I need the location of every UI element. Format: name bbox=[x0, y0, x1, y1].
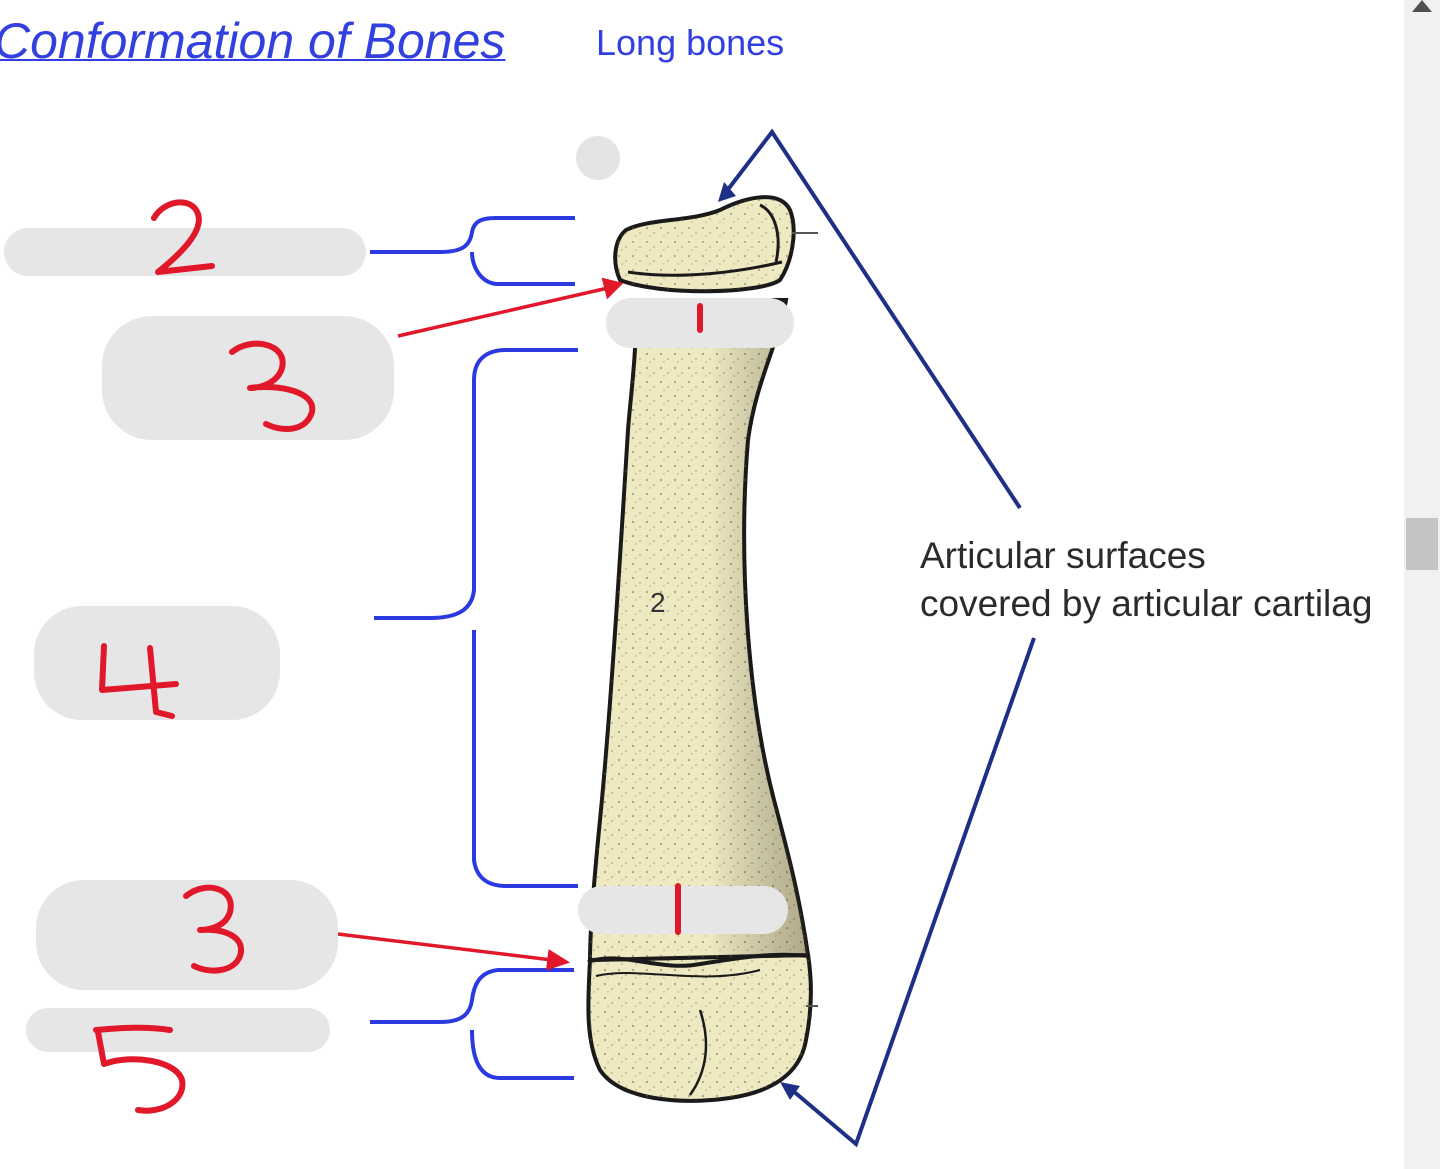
bone-shaft-label: 2 bbox=[650, 587, 666, 618]
articular-pointers bbox=[718, 128, 1036, 1148]
page-subtitle: Long bones bbox=[596, 22, 785, 63]
redaction-box-3-top bbox=[102, 316, 394, 440]
handwritten-2 bbox=[151, 199, 215, 275]
caption-line-2: covered by articular cartilag bbox=[920, 583, 1373, 624]
label-brackets bbox=[370, 216, 578, 1080]
scroll-up-arrow-icon[interactable] bbox=[1412, 0, 1432, 12]
vertical-scrollbar[interactable] bbox=[1404, 0, 1440, 1169]
redaction-box-5 bbox=[26, 1008, 330, 1052]
arrow-metaphysis-bottom bbox=[337, 932, 553, 962]
articular-caption: Articular surfaces covered by articular … bbox=[920, 532, 1404, 628]
handwritten-numbers bbox=[93, 199, 703, 1114]
handwritten-3-top bbox=[229, 340, 316, 432]
redaction-box-4 bbox=[34, 606, 280, 720]
pointer-upper bbox=[724, 128, 1022, 510]
bracket-epiphysis-top bbox=[370, 216, 575, 286]
bracket-epiphysis-bottom bbox=[370, 968, 574, 1080]
scrollbar-thumb[interactable] bbox=[1406, 518, 1438, 570]
handwritten-5 bbox=[93, 1024, 186, 1114]
metaphysis-arrows bbox=[337, 277, 624, 971]
redaction-box-3-bottom bbox=[36, 880, 338, 990]
redaction-boxes bbox=[4, 228, 794, 1052]
gray-dot bbox=[576, 136, 620, 180]
caption-line-1: Articular surfaces bbox=[920, 535, 1206, 576]
arrow-metaphysis-top bbox=[397, 286, 609, 338]
redaction-box-2 bbox=[4, 228, 366, 276]
bone-illustration bbox=[576, 136, 818, 1103]
handwritten-3-bottom bbox=[183, 884, 245, 974]
page-title[interactable]: Conformation of Bones bbox=[0, 13, 506, 69]
handwritten-4 bbox=[99, 643, 179, 719]
bracket-diaphysis bbox=[374, 348, 578, 888]
pointer-lower bbox=[790, 637, 1036, 1148]
redaction-box-1-bottom bbox=[578, 886, 788, 934]
